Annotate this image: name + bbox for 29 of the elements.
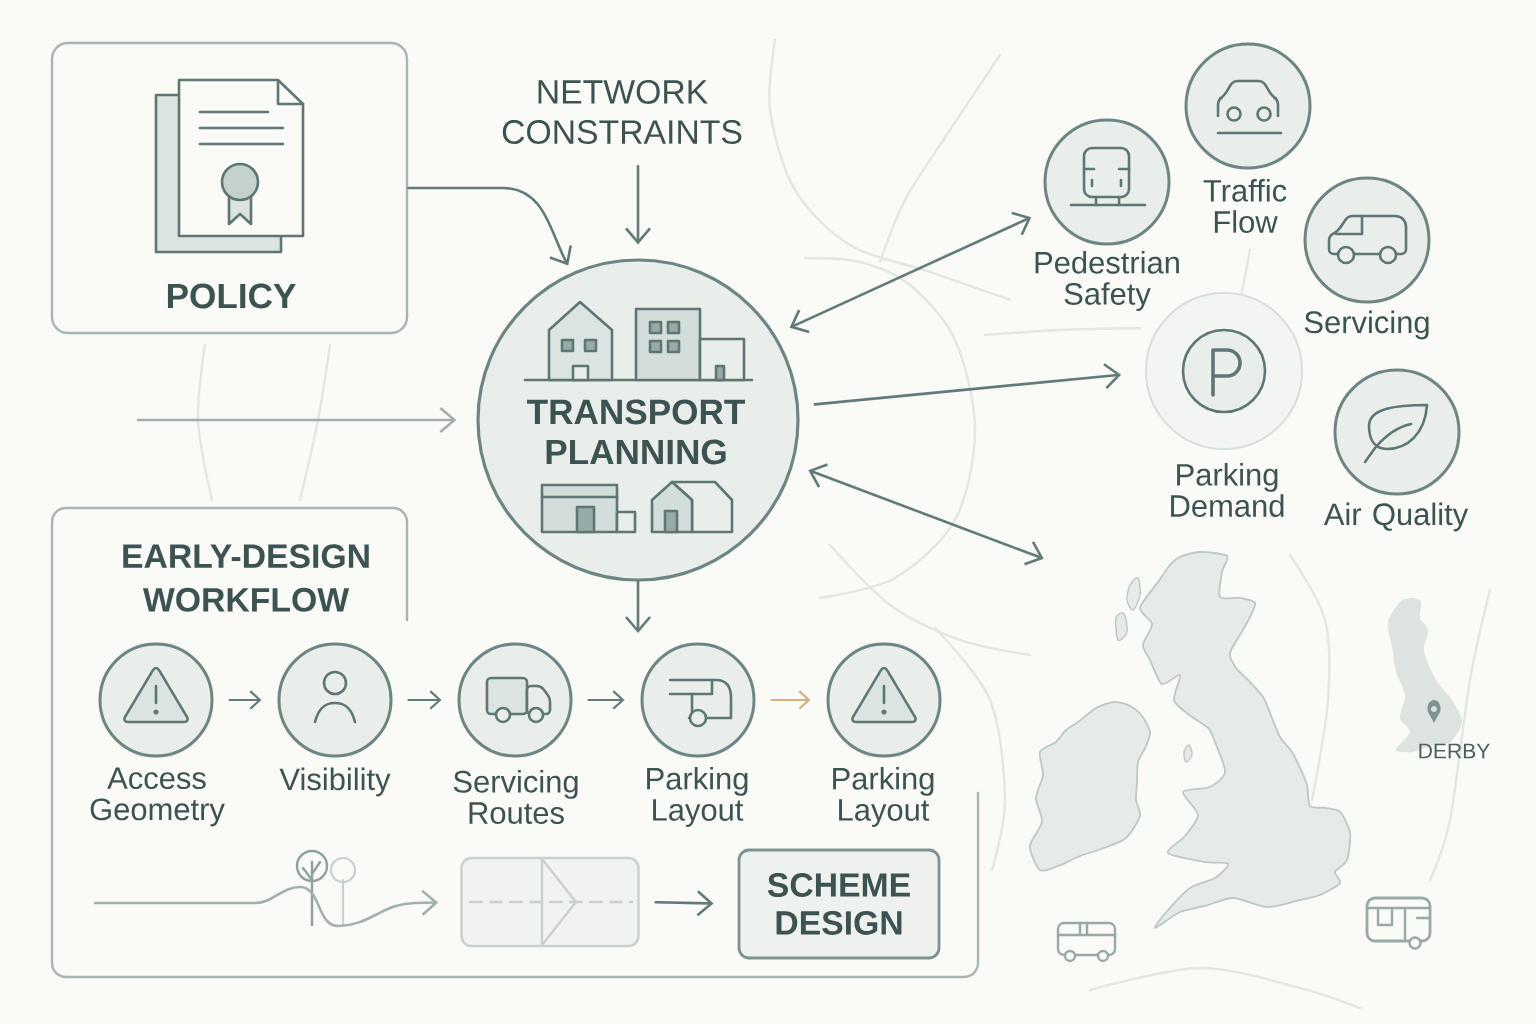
node-label: Pedestrian Safety <box>1035 250 1179 311</box>
arrow <box>228 690 262 710</box>
arrow <box>587 690 625 710</box>
arrow <box>625 580 651 633</box>
heading: NETWORK CONSTRAINTS <box>502 80 742 144</box>
node-label: Parking Layout <box>833 766 934 827</box>
node-label: Traffic Flow <box>1203 179 1287 233</box>
road-plan-box <box>460 856 640 948</box>
arrow <box>407 690 442 710</box>
arrow <box>136 407 457 433</box>
node-label: Access Geometry <box>90 767 225 827</box>
node-label: Visibility <box>279 767 391 797</box>
arrow <box>625 164 651 245</box>
node-label: Parking Layout <box>647 766 748 827</box>
arrow <box>654 890 714 917</box>
card: POLICY <box>50 41 409 335</box>
arrow <box>406 186 572 266</box>
arrow <box>770 690 811 710</box>
arrow <box>813 363 1122 406</box>
node-label: Servicing Routes <box>453 770 578 824</box>
node-label: Air Quality <box>1323 502 1469 532</box>
arrow <box>808 463 1044 566</box>
process-box: SCHEME DESIGN <box>737 848 941 960</box>
arrow <box>789 211 1032 334</box>
node-label: Parking Demand <box>1171 463 1284 517</box>
node-label: Servicing <box>1304 310 1429 340</box>
place-label: DERBY <box>1419 743 1490 759</box>
arrow <box>93 885 439 928</box>
map-illustration <box>1029 551 1352 929</box>
